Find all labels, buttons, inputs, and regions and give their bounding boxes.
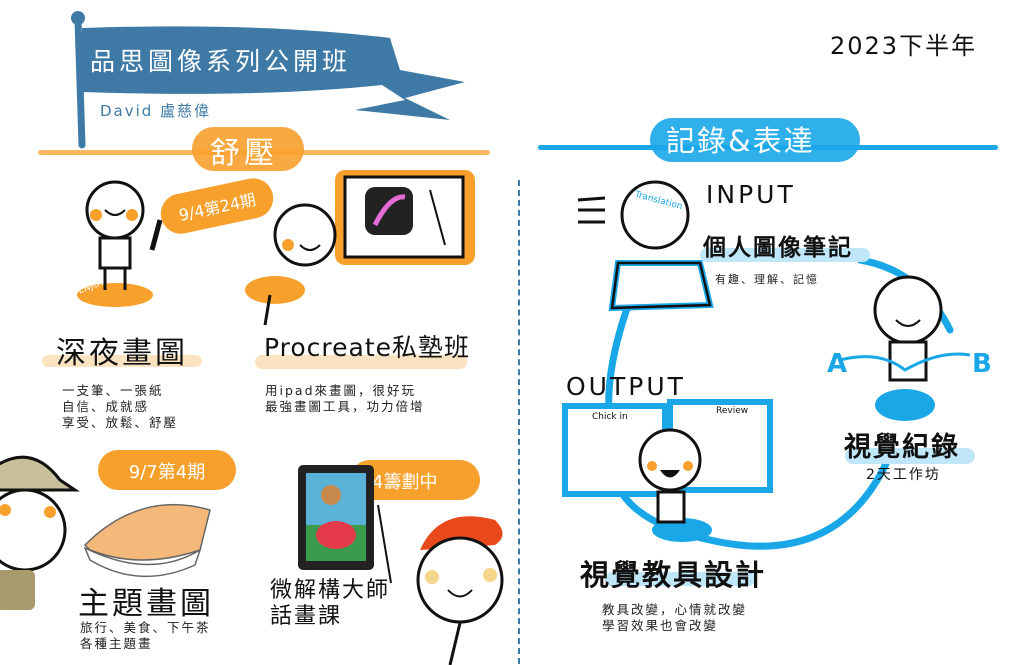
card-desc: 用ipad來畫圖，很好玩 最強畫圖工具，功力倍增 [265,383,425,415]
title-line: 話畫課 [270,604,343,629]
title-highlight [255,355,467,369]
procreate-illustration [245,170,475,326]
cycle-diagram: A B [562,180,992,550]
board-chick-in-label: Chick in [592,412,628,422]
card-desc: 一支筆、一張紙 自信、成就感 享受、放鬆、舒壓 [62,383,178,431]
section-title-bg [192,127,304,171]
section-divider-vertical [518,180,520,664]
section-title-bg [650,118,860,162]
node-title-visual-recording: 視覺紀錄 [844,432,960,463]
node-desc: 2天工作坊 [866,467,941,483]
desc-line: 享受、放鬆、舒壓 [62,415,179,430]
svg-text:A: A [827,349,847,379]
desc-line: 自信、成就感 [62,399,150,414]
title-highlight [700,248,870,262]
node-desc: 有趣、理解、記憶 [715,273,819,286]
section-title-record-express: 記錄&表達 [666,124,815,158]
title-line: 微解構大師 [270,578,391,603]
desc-line: 學習效果也會改變 [602,618,719,633]
beret-character-illustration [416,516,504,665]
card-title-late-night-drawing: 深夜畫圖 [56,336,188,371]
output-label: OUTPUT [566,372,686,401]
banner-title: 品思圖像系列公開班 [90,47,352,76]
node-title-visual-teaching-aids: 視覺教具設計 [580,558,767,592]
input-label: INPUT [706,180,796,209]
desc-line: 各種主題畫 [80,636,153,651]
character-illustration [77,180,163,307]
desc-line: 用ipad來畫圖，很好玩 [265,383,417,398]
node-desc: 教具改變，心情就改變 學習效果也會改變 [602,602,747,634]
title-highlight [42,355,202,367]
title-highlight [845,448,975,464]
node-title-personal-notes: 個人圖像筆記 [703,235,853,261]
card-title-master-deconstruction: 微解構大師 話畫課 [270,578,390,630]
card-title-procreate: Procreate私塾班 [264,333,471,362]
banner-flag [71,11,465,149]
svg-text:B: B [972,349,992,379]
title-highlight [605,572,755,586]
painting-tablet-illustration [298,465,392,584]
desc-line: 一支筆、一張紙 [62,383,164,398]
sushi-character-illustration [0,455,211,610]
badge-card-3: 9/7第4期 [98,450,236,490]
card-title-theme-drawing: 主題畫圖 [78,586,214,622]
desc-line: 最強畫圖工具，功力倍增 [265,399,425,414]
section-title-relax: 舒壓 [210,136,278,171]
card-desc: 旅行、美食、下午茶 各種主題畫 [80,620,211,652]
author-name: David 盧慈偉 [100,102,212,120]
year-label: 2023下半年 [830,32,978,60]
board-review-label: Review [716,406,749,416]
desc-line: 教具改變，心情就改變 [602,602,748,617]
desc-line: 旅行、美食、下午茶 [80,620,211,635]
